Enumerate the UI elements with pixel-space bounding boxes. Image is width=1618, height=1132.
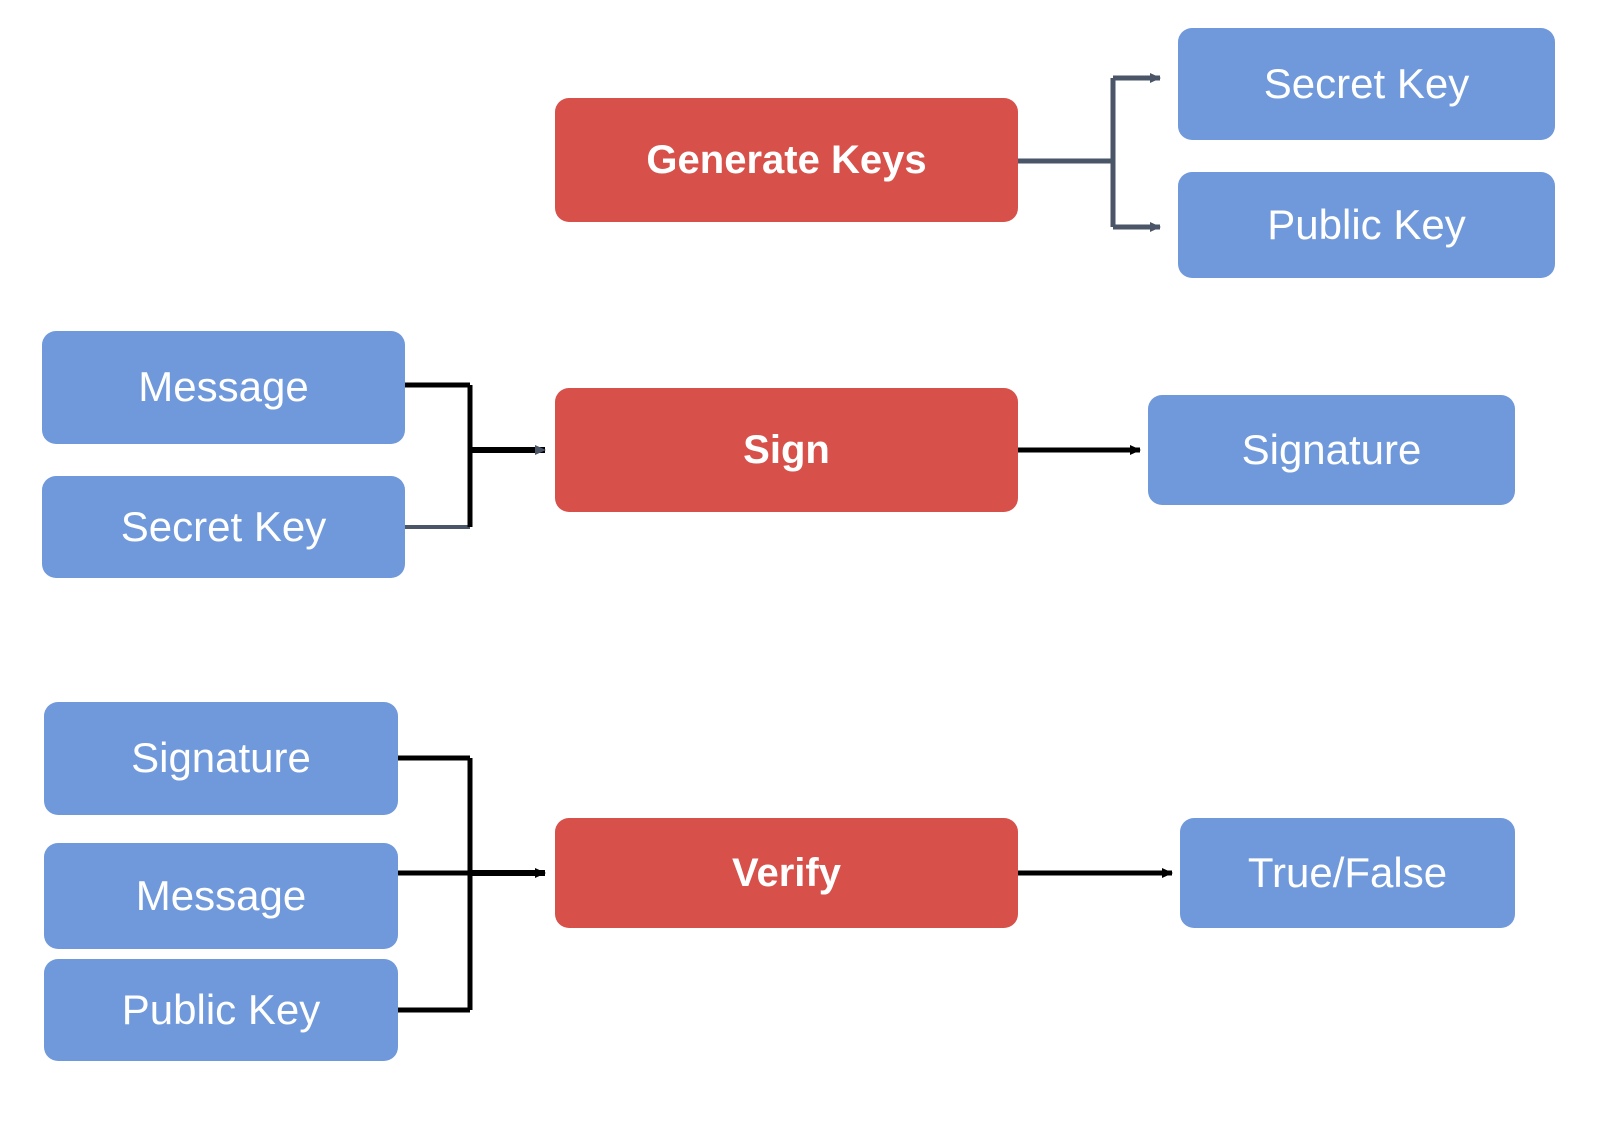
node-public-key-output-label: Public Key — [1267, 200, 1466, 248]
node-sign-label: Sign — [743, 428, 830, 472]
node-message-sign-input[interactable]: Message — [42, 331, 405, 444]
node-secret-key-sign-input[interactable]: Secret Key — [42, 476, 405, 578]
node-secret-key-sign-input-label: Secret Key — [120, 502, 327, 550]
node-public-key-output[interactable]: Public Key — [1178, 172, 1555, 278]
node-message-verify-input-label: Message — [135, 871, 307, 919]
node-signature-output[interactable]: Signature — [1148, 395, 1515, 505]
node-generate-keys-label: Generate Keys — [646, 138, 927, 182]
edge-sign-inputs — [405, 382, 546, 529]
node-signature-verify-input[interactable]: Signature — [44, 702, 398, 815]
edge-generate-keys-split — [1018, 73, 1161, 232]
node-message-sign-input-label: Message — [138, 363, 309, 411]
node-signature-verify-input-label: Signature — [131, 734, 311, 782]
edge-verify-inputs — [398, 755, 546, 1013]
node-verify-label: Verify — [732, 851, 841, 895]
node-generate-keys[interactable]: Generate Keys — [555, 98, 1018, 222]
node-verify[interactable]: Verify — [555, 818, 1018, 928]
node-public-key-verify-input[interactable]: Public Key — [44, 959, 398, 1061]
node-sign[interactable]: Sign — [555, 388, 1018, 512]
node-secret-key-output[interactable]: Secret Key — [1178, 28, 1555, 140]
node-message-verify-input[interactable]: Message — [44, 843, 398, 949]
node-true-false-output[interactable]: True/False — [1180, 818, 1515, 928]
node-true-false-output-label: True/False — [1247, 848, 1448, 896]
node-signature-output-label: Signature — [1241, 425, 1422, 473]
node-secret-key-output-label: Secret Key — [1263, 59, 1470, 107]
node-public-key-verify-input-label: Public Key — [121, 985, 321, 1033]
